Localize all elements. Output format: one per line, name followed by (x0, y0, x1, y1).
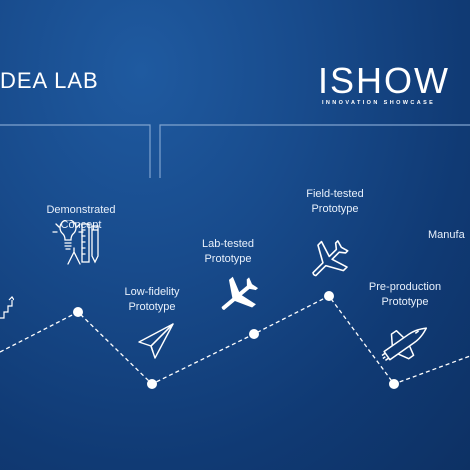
stage-label-line1: Demonstrated (46, 204, 116, 216)
stage-label-demonstrated-concept: Demonstrated Concept (31, 203, 131, 233)
stage-label-manufacturing: Manufa (428, 228, 470, 243)
airplane-icon (221, 276, 259, 311)
stage-label-line1: Lab-tested (202, 238, 254, 250)
stage-label-line2: Prototype (381, 296, 429, 308)
stage-label-line2: Concept (60, 219, 102, 231)
stage-label-line2: Prototype (204, 253, 252, 265)
stage-label-line1: Field-tested (306, 188, 364, 200)
stage-label-low-fidelity: Low-fidelity Prototype (102, 285, 202, 315)
stage-label-field-tested: Field-tested Prototype (285, 187, 385, 217)
growth-chart-icon (0, 296, 14, 319)
milestone-nodes (73, 291, 399, 389)
section-brackets (0, 124, 470, 178)
idealab-logo: DEA LAB (0, 68, 99, 93)
stage-label-line2: Prototype (128, 301, 176, 313)
space-shuttle-icon (381, 327, 428, 361)
stage-label-pre-production: Pre-production Prototype (355, 280, 455, 310)
idea-tools-icon (52, 220, 99, 265)
idealab-bracket (0, 124, 151, 178)
node-demonstrated-concept (73, 307, 83, 317)
ishow-logo: ISHOW (318, 60, 450, 101)
stage-label-line1: Pre-production (368, 281, 442, 293)
node-field-tested (324, 291, 334, 301)
ishow-subtitle: INNOVATION SHOWCASE (322, 100, 436, 106)
stage-label-lab-tested: Lab-tested Prototype (178, 237, 278, 267)
node-lab-tested (249, 329, 259, 339)
node-pre-production (389, 379, 399, 389)
node-low-fidelity (147, 379, 157, 389)
paper-plane-icon (138, 323, 174, 359)
airplane-tilted-icon (312, 240, 349, 277)
stage-label-line1: Manufa (428, 229, 465, 241)
stage-label-line2: Prototype (311, 203, 359, 215)
stage-label-line1: Low-fidelity (124, 286, 180, 298)
ishow-bracket (159, 124, 470, 178)
